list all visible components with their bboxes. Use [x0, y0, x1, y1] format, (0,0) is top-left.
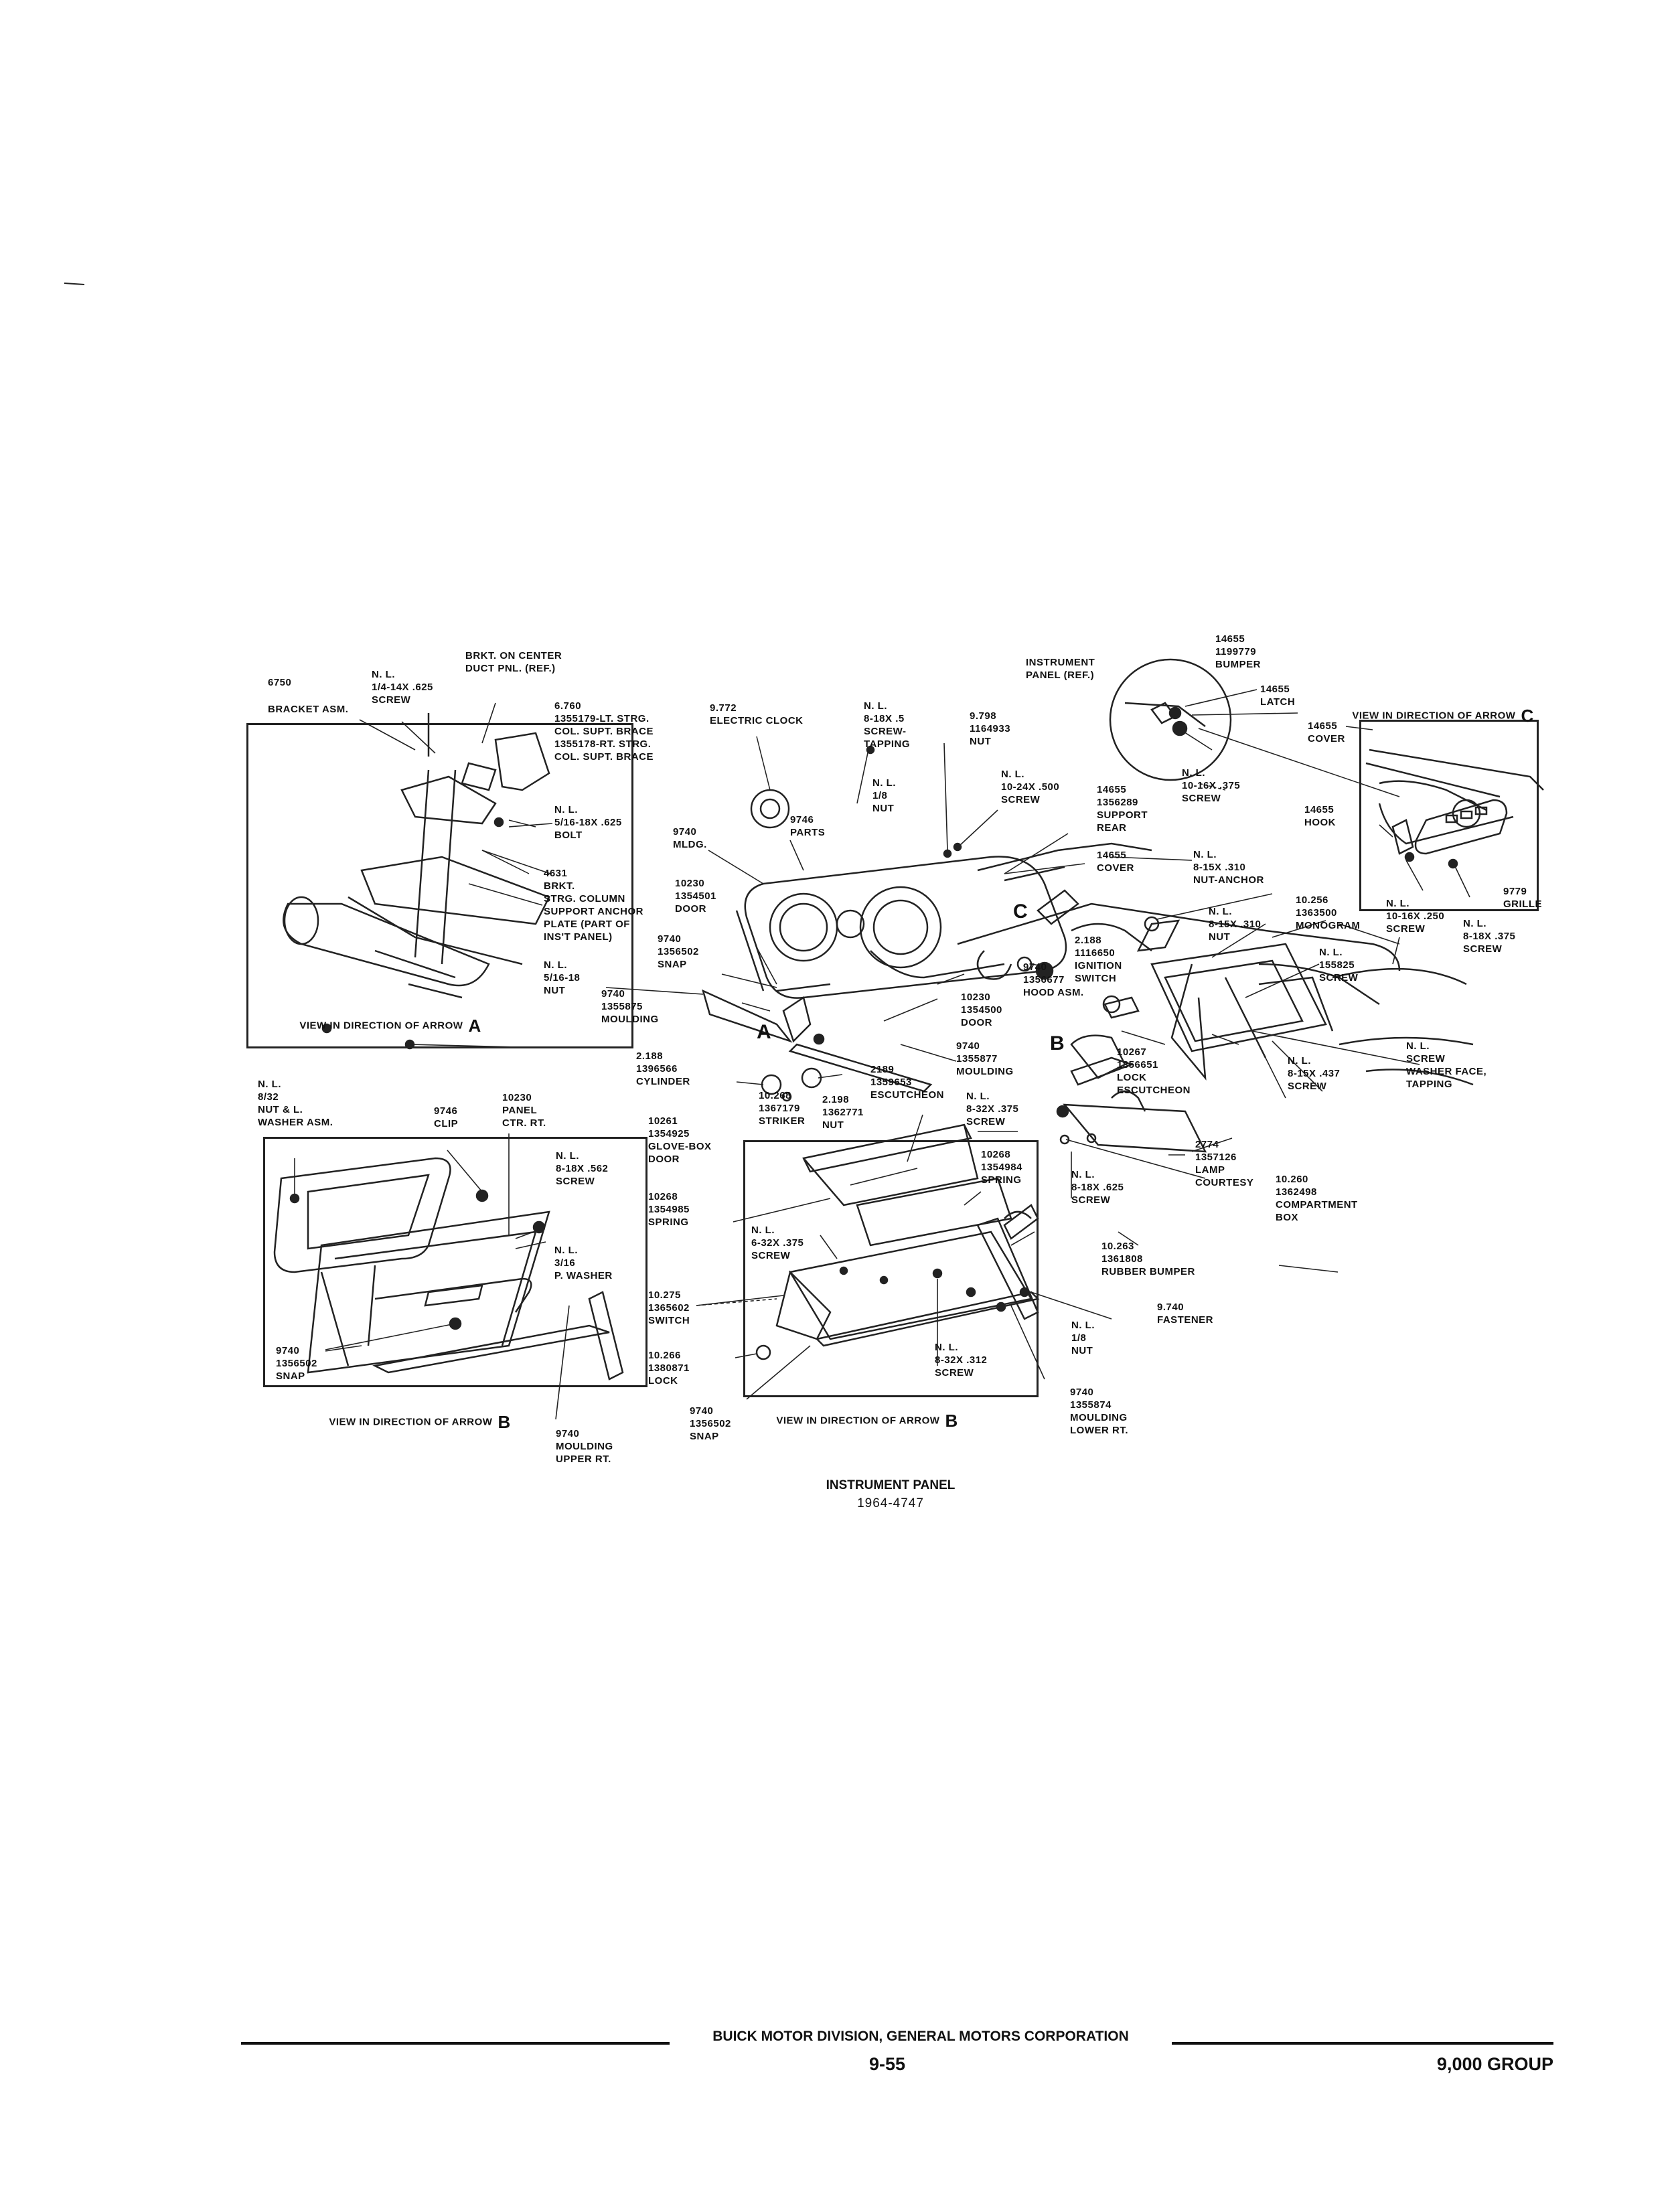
label-clip-9746: 9746 CLIP: [434, 1105, 459, 1129]
label-snap-b-left: 9740 1356502 SNAP: [276, 1345, 317, 1382]
label-moulding-1355875: 9740 1355875 MOULDING: [601, 988, 659, 1025]
label-lock-10-266: 10.266 1380871 LOCK: [648, 1350, 690, 1387]
label-nut-9798: 9.798 1164933 NUT: [970, 710, 1011, 747]
label-snap-1356502: 9740 1356502 SNAP: [658, 933, 699, 970]
label-6750: 6750: [268, 677, 292, 688]
label-nut-a: N. L. 5/16-18 NUT: [544, 959, 581, 996]
label-nl-screw-a: N. L. 1/4-14X .625 SCREW: [372, 669, 433, 706]
label-hook: 14655 HOOK: [1304, 804, 1336, 828]
label-support-rear: 14655 1356289 SUPPORT REAR: [1097, 784, 1148, 834]
label-glove-box-door: 10261 1354925 GLOVE-BOX DOOR: [648, 1115, 712, 1165]
label-lamp-courtesy: 2774 1357126 LAMP COURTESY: [1195, 1139, 1254, 1188]
label-screw-8-32: N. L. 8-32X .375 SCREW: [966, 1091, 1019, 1127]
label-screw-155825: N. L. 155825 SCREW: [1319, 947, 1359, 984]
leader-lines: [294, 689, 1470, 1420]
label-hood-asm: 9740 1356677 HOOD ASM.: [1023, 961, 1084, 998]
footer-company: BUICK MOTOR DIVISION, GENERAL MOTORS COR…: [712, 2029, 1129, 2044]
label-brace: 6.760 1355179-LT. STRG. COL. SUPT. BRACE…: [554, 700, 654, 763]
label-p-washer: N. L. 3/16 P. WASHER: [554, 1245, 613, 1281]
label-rubber-bumper: 10.263 1361808 RUBBER BUMPER: [1101, 1241, 1195, 1277]
view-a-frame: [246, 723, 633, 1048]
diagram-title: INSTRUMENT PANEL: [826, 1478, 956, 1492]
label-electric-clock: 9.772 ELECTRIC CLOCK: [710, 702, 804, 726]
view-b-center-caption: VIEW IN DIRECTION OF ARROW B: [770, 1399, 958, 1431]
label-screw-8-32-312: N. L. 8-32X .312 SCREW: [935, 1342, 988, 1379]
label-screw-8-15-437: N. L. 8-15X .437 SCREW: [1288, 1055, 1341, 1092]
label-nut-1-8: N. L. 1/8 NUT: [872, 777, 896, 814]
view-b-left-drawing: [273, 1157, 624, 1381]
label-cover-c: 14655 COVER: [1308, 720, 1345, 744]
label-parts-9746: 9746 PARTS: [790, 814, 826, 838]
view-b-left-frame: [263, 1137, 647, 1387]
label-fastener: 9.740 FASTENER: [1157, 1302, 1214, 1326]
label-mldg-9740: 9740 MLDG.: [673, 826, 707, 850]
label-ignition-switch: 2.188 1116650 IGNITION SWITCH: [1075, 935, 1122, 984]
label-cylinder: 2.188 1396566 CYLINDER: [636, 1050, 690, 1087]
label-nut-1-8-right: N. L. 1/8 NUT: [1071, 1320, 1095, 1356]
label-monogram: 10.256 1363500 MONOGRAM: [1296, 894, 1361, 931]
footer-page-number: 9-55: [868, 2054, 906, 2074]
label-screw-washer-face: N. L. SCREW WASHER FACE, TAPPING: [1406, 1040, 1487, 1090]
footer-rule-left: [241, 2042, 670, 2045]
label-screw-6-32: N. L. 6-32X .375 SCREW: [751, 1225, 804, 1261]
label-panel-ctr-rt: 10230 PANEL CTR. RT.: [502, 1092, 546, 1129]
label-nut-2198: 2.198 1362771 NUT: [822, 1094, 864, 1131]
view-b-left-caption-text: VIEW IN DIRECTION OF ARROW: [329, 1416, 493, 1428]
view-c-letter: C: [1521, 706, 1534, 726]
label-nut-8-15: N. L. 8-15X .310 NUT: [1209, 906, 1262, 943]
view-a-letter: A: [468, 1016, 481, 1036]
view-b-left-caption: VIEW IN DIRECTION OF ARROW B: [323, 1401, 511, 1433]
view-b-center-letter: B: [945, 1411, 958, 1431]
view-a-caption-text: VIEW IN DIRECTION OF ARROW: [299, 1020, 463, 1032]
label-door-1354500: 10230 1354500 DOOR: [961, 992, 1002, 1028]
label-moulding-upper-rt: 9740 MOULDING UPPER RT.: [556, 1428, 613, 1465]
steering-column-bracket-drawing: [283, 713, 550, 1050]
label-spring-1354984: 10268 1354984 SPRING: [981, 1149, 1022, 1186]
arrow-letter-c: C: [1013, 900, 1028, 923]
arrow-letter-a: A: [757, 1021, 771, 1043]
view-c-frame: [1359, 720, 1539, 911]
label-switch-10-275: 10.275 1365602 SWITCH: [648, 1289, 690, 1326]
label-screw-8-18-562: N. L. 8-18X .562 SCREW: [556, 1150, 609, 1187]
label-escutcheon-2189: 2189 1359653 ESCUTCHEON: [870, 1064, 945, 1101]
label-bracket-asm: BRACKET ASM.: [268, 704, 349, 715]
label-spring-1354985: 10268 1354985 SPRING: [648, 1191, 690, 1228]
view-c-caption: VIEW IN DIRECTION OF ARROW C: [1346, 694, 1534, 726]
label-brkt-center-duct: BRKT. ON CENTER DUCT PNL. (REF.): [465, 650, 562, 674]
view-b-left-letter: B: [498, 1412, 511, 1432]
label-compartment-box: 10.260 1362498 COMPARTMENT BOX: [1276, 1174, 1358, 1223]
label-cover-14655: 14655 COVER: [1097, 850, 1134, 874]
label-grille: 9779 GRILLE: [1503, 886, 1542, 910]
label-latch: 14655 LATCH: [1260, 684, 1296, 708]
label-screw-10-16-250: N. L. 10-16X .250 SCREW: [1386, 898, 1445, 935]
label-bumper: 14655 1199779 BUMPER: [1215, 633, 1262, 670]
instrument-cluster-drawing: [702, 736, 1401, 1102]
label-door-1354501: 10230 1354501 DOOR: [675, 878, 716, 915]
label-bolt: N. L. 5/16-18X .625 BOLT: [554, 804, 622, 841]
label-anchor-plate: 4631 BRKT. STRG. COLUMN SUPPORT ANCHOR P…: [544, 868, 643, 943]
arrow-letter-b: B: [1050, 1032, 1065, 1054]
label-moulding-1355877: 9740 1355877 MOULDING: [956, 1040, 1014, 1077]
label-screw-tapping: N. L. 8-18X .5 SCREW- TAPPING: [864, 700, 911, 750]
view-b-center-caption-text: VIEW IN DIRECTION OF ARROW: [776, 1415, 940, 1427]
footer-group: 9,000 GROUP: [1436, 2054, 1553, 2074]
footer-rule-right: [1172, 2042, 1553, 2045]
label-nut-washer-asm: N. L. 8/32 NUT & L. WASHER ASM.: [258, 1079, 333, 1128]
label-screw-10-24: N. L. 10-24X .500 SCREW: [1001, 769, 1060, 805]
label-screw-10-16-375: N. L. 10-16X .375 SCREW: [1182, 767, 1241, 804]
label-lock-escutcheon: 10267 1356651 LOCK ESCUTCHEON: [1117, 1046, 1191, 1096]
label-moulding-lower-rt: 9740 1355874 MOULDING LOWER RT.: [1070, 1387, 1128, 1436]
label-snap-b-center: 9740 1356502 SNAP: [690, 1405, 731, 1442]
label-screw-8-18-375: N. L. 8-18X .375 SCREW: [1463, 918, 1516, 955]
view-a-caption: VIEW IN DIRECTION OF ARROW A: [293, 1004, 481, 1036]
label-instrument-panel-ref: INSTRUMENT PANEL (REF.): [1026, 657, 1095, 681]
label-screw-8-18-625: N. L. 8-18X .625 SCREW: [1071, 1169, 1124, 1206]
view-c-caption-text: VIEW IN DIRECTION OF ARROW: [1352, 710, 1516, 722]
label-striker: 10.268 1367179 STRIKER: [759, 1090, 806, 1127]
diagram-number: 1964-4747: [857, 1496, 924, 1510]
label-nut-anchor: N. L. 8-15X .310 NUT-ANCHOR: [1193, 849, 1264, 886]
view-b-center-frame: [743, 1140, 1039, 1397]
